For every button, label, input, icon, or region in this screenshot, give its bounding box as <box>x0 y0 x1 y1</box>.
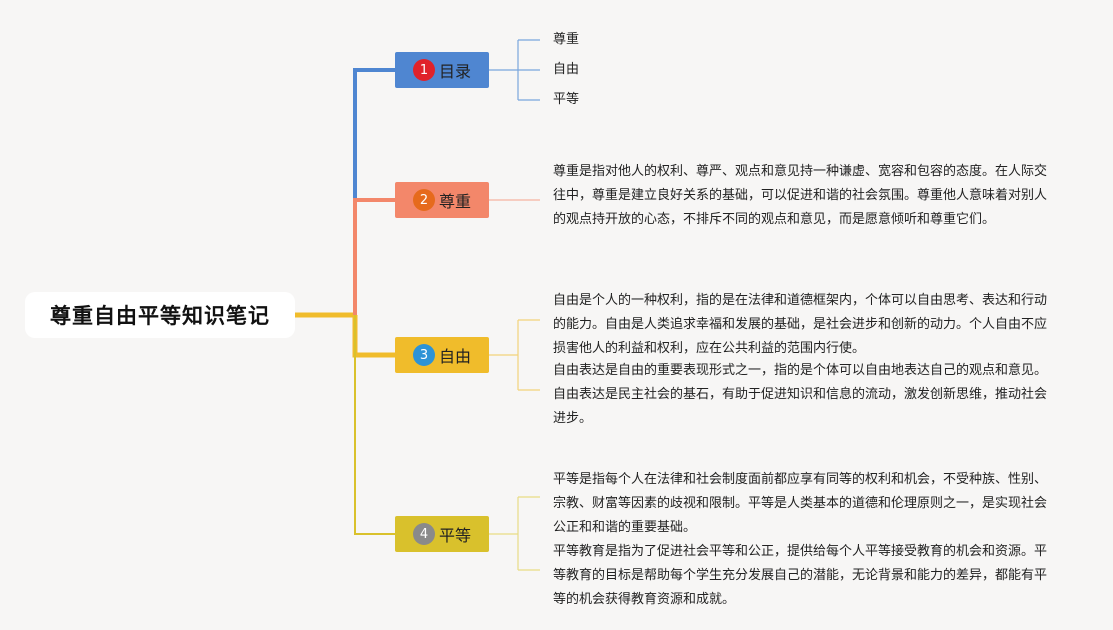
equality-paragraph-2[interactable]: 平等教育是指为了促进社会平等和公正，提供给每个人平等接受教育的机会和资源。平等教… <box>553 544 1048 607</box>
branch-node-freedom[interactable]: 3 自由 <box>395 337 489 373</box>
respect-paragraph[interactable]: 尊重是指对他人的权利、尊严、观点和意见持一种谦虚、宽容和包容的态度。在人际交往中… <box>553 164 1048 227</box>
branch-connector-respect <box>353 198 395 315</box>
branch-connector-toc <box>353 68 395 315</box>
toc-item-freedom[interactable]: 自由 <box>553 62 580 77</box>
leaf-connector-freedom <box>488 319 540 391</box>
branch-label: 自由 <box>438 347 471 366</box>
number-badge-icon: 2 <box>412 189 435 211</box>
root-node[interactable]: 尊重自由平等知识笔记 <box>25 292 295 338</box>
number-badge-icon: 3 <box>412 344 435 366</box>
branch-label: 尊重 <box>438 192 471 211</box>
number-badge-icon: 4 <box>412 523 435 545</box>
branch-node-equality[interactable]: 4 平等 <box>395 516 489 552</box>
toc-item-respect[interactable]: 尊重 <box>553 32 580 47</box>
equality-paragraph-1[interactable]: 平等是指每个人在法律和社会制度面前都应享有同等的权利和机会，不受种族、性别、宗教… <box>553 472 1048 535</box>
branch-node-respect[interactable]: 2 尊重 <box>395 182 489 218</box>
root-title: 尊重自由平等知识笔记 <box>50 304 270 328</box>
branch-label: 目录 <box>438 62 471 81</box>
leaf-connector-equality <box>488 496 540 571</box>
branch-connector-equality <box>354 315 395 535</box>
freedom-paragraph-1[interactable]: 自由是个人的一种权利，指的是在法律和道德框架内，个体可以自由思考、表达和行动的能… <box>553 293 1048 356</box>
branch-label: 平等 <box>438 526 471 545</box>
leaf-connector-toc <box>488 39 540 101</box>
freedom-paragraph-2[interactable]: 自由表达是自由的重要表现形式之一，指的是个体可以自由地表达自己的观点和意见。自由… <box>553 363 1048 426</box>
branch-node-toc[interactable]: 1 目录 <box>395 52 489 88</box>
branch-connector-freedom <box>352 315 395 358</box>
number-badge-icon: 1 <box>412 59 435 81</box>
toc-item-equality[interactable]: 平等 <box>553 92 580 107</box>
